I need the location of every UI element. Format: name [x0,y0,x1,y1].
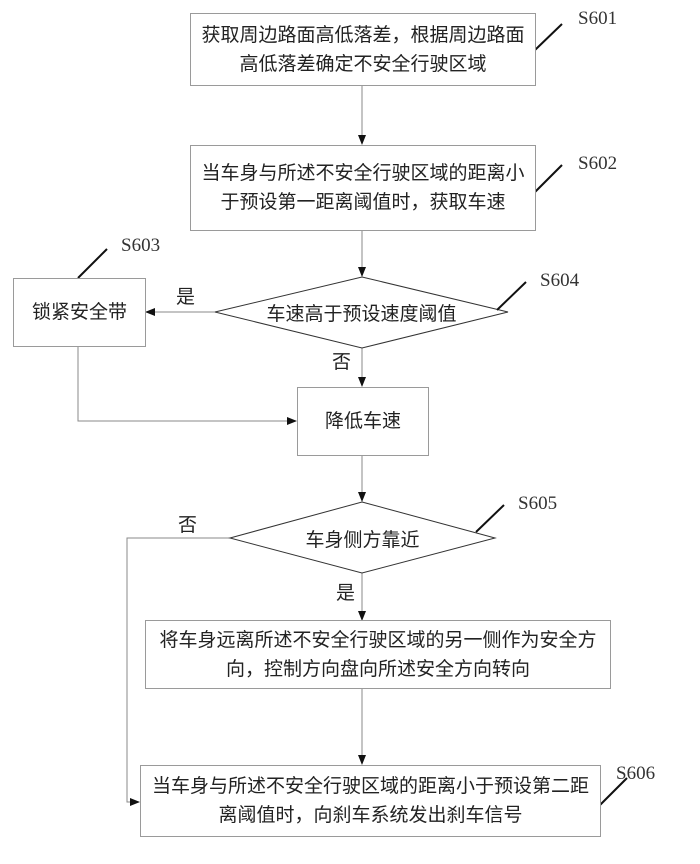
process-box-s606: 当车身与所述不安全行驶区域的距离小于预设第二距离阈值时，向刹车系统发出刹车信号 [140,765,601,837]
decision-diamond-s605 [228,501,497,574]
process-text-s603: 锁紧安全带 [31,301,127,323]
branch-label-s604-no: 否 [332,351,352,373]
step-label-s601: S601 [578,8,618,29]
process-text-s602: 当车身与所述不安全行驶区域的距离小于预设第一距离阈值时，获取车速 [201,162,525,213]
decision-text-s604: 车速高于预设速度阈值 [266,302,457,325]
branch-label-s604-yes: 是 [176,286,196,308]
decision-text-s605: 车身侧方靠近 [305,528,420,551]
step-label-s603: S603 [121,235,161,256]
process-box-s602: 当车身与所述不安全行驶区域的距离小于预设第一距离阈值时，获取车速 [190,145,536,231]
decision-diamond-s604 [214,276,509,349]
branch-label-s605-no: 否 [178,514,198,536]
process-box-s601: 获取周边路面高低落差，根据周边路面高低落差确定不安全行驶区域 [190,13,536,86]
process-text-reduce-speed: 降低车速 [324,410,401,432]
leader-line-s603 [77,248,108,279]
arrow-s603-to-reduce [77,346,297,425]
branch-label-s605-yes: 是 [336,582,356,604]
leader-line-s601 [534,23,563,51]
step-label-s604: S604 [540,270,580,291]
leader-line-s606 [599,777,628,806]
process-text-s601: 获取周边路面高低落差，根据周边路面高低落差确定不安全行驶区域 [201,23,525,75]
leader-line-s604 [496,281,527,311]
leader-line-s605 [475,504,505,533]
process-text-s606: 当车身与所述不安全行驶区域的距离小于预设第二距离阈值时，向刹车系统发出刹车信号 [151,775,589,826]
step-label-s606: S606 [616,763,656,784]
process-box-steer: 将车身远离所述不安全行驶区域的另一侧作为安全方向，控制方向盘向所述安全方向转向 [145,620,611,689]
process-text-steer: 将车身远离所述不安全行驶区域的另一侧作为安全方向，控制方向盘向所述安全方向转向 [159,628,597,680]
process-box-reduce-speed: 降低车速 [297,387,429,456]
process-box-s603: 锁紧安全带 [13,278,146,347]
arrow-s605-no-to-s606 [126,537,230,806]
step-label-s605: S605 [518,493,558,514]
step-label-s602: S602 [578,153,618,174]
leader-line-s602 [534,164,563,193]
